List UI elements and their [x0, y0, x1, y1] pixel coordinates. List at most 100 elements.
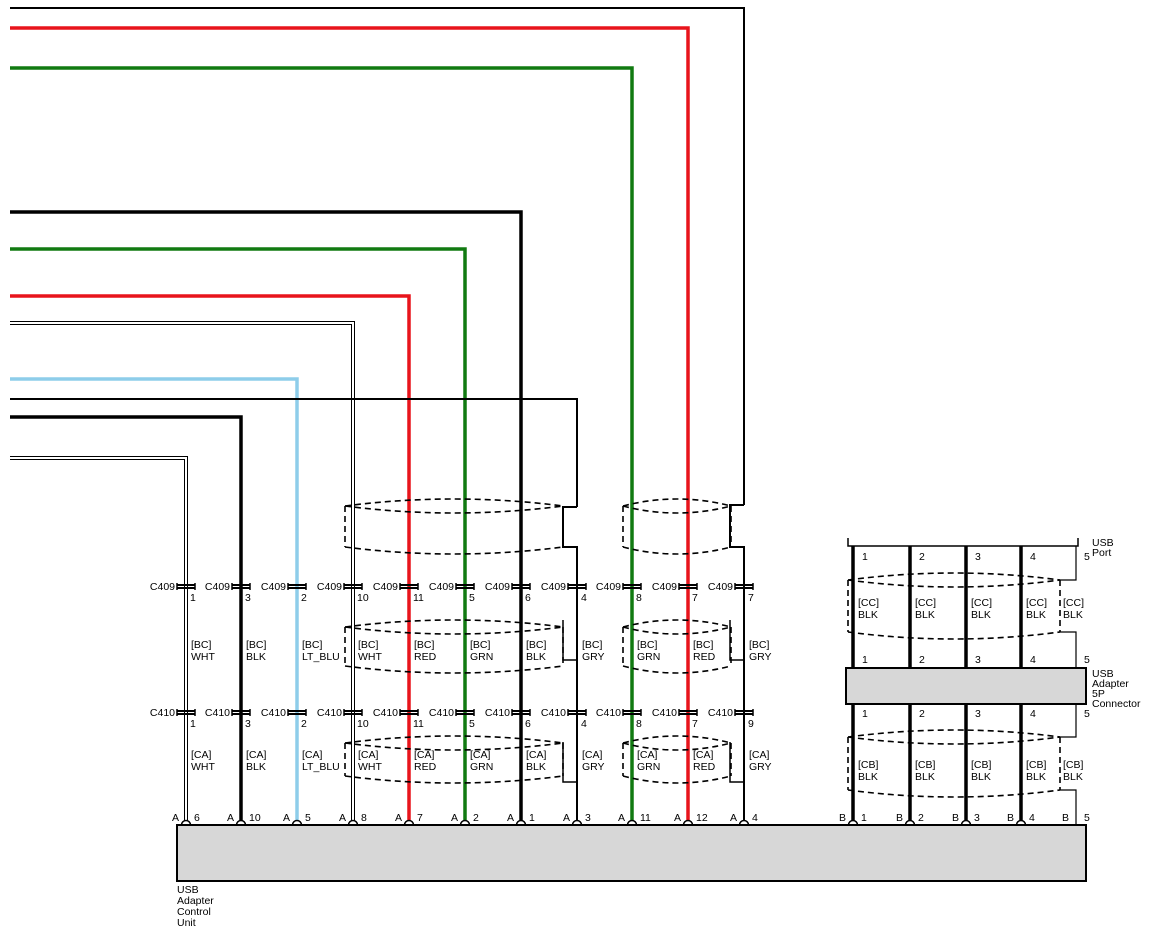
c409-label-6: C409	[485, 581, 510, 593]
c410-pin-2: 2	[301, 718, 307, 730]
shield-bc-right-bot	[622, 665, 732, 674]
bc-label-color-9: RED	[693, 651, 716, 663]
drain-wire-right-top	[10, 7, 745, 505]
c409-label-9: C409	[652, 581, 677, 593]
unit-pin-number-9: 12	[696, 812, 708, 824]
wire-w-wht-1-core	[10, 457, 187, 825]
c409-label-3: C409	[317, 581, 342, 593]
unit-pin-number-10: 4	[752, 812, 758, 824]
cb-label-color-0: BLK	[858, 771, 878, 783]
usb-port-name-line2: Port	[1092, 547, 1111, 559]
shield-top-left-top2	[344, 505, 564, 514]
unit-b-letter-2: B	[952, 812, 959, 824]
c409-pin-6: 6	[525, 592, 531, 604]
c409-pin-2: 2	[301, 592, 307, 604]
unit-b-number-0: 1	[861, 812, 867, 824]
c410-pin-5: 5	[469, 718, 475, 730]
adapter-top-pin-5: 5	[1084, 654, 1090, 666]
c410-label-6: C410	[485, 707, 510, 719]
c409-label-8: C409	[596, 581, 621, 593]
parts-layer	[176, 538, 1087, 882]
cb-label-tag-2: [CB]	[971, 759, 992, 771]
drain-wire-left	[562, 506, 578, 825]
c410-pin-4: 11	[413, 718, 424, 730]
unit-b-letter-0: B	[839, 812, 846, 824]
bc-label-color-5: GRN	[470, 651, 493, 663]
c410-pin-6: 6	[525, 718, 531, 730]
shield-bc-right-top2	[622, 626, 732, 635]
c409-pin-5: 5	[469, 592, 475, 604]
ca-label-color-8: GRN	[637, 761, 660, 773]
usb-cc-drain-low	[1060, 631, 1077, 668]
c410-pin-9: 7	[692, 718, 698, 730]
adapter-top-pin-1: 2	[919, 654, 925, 666]
bc-label-tag-1: [BC]	[246, 639, 267, 651]
c409-pin-3: 10	[357, 592, 369, 604]
adapter-name-line2: Adapter	[1092, 678, 1129, 690]
shield-top-right-top2	[622, 505, 732, 514]
unit-pin-number-2: 5	[305, 812, 311, 824]
adapter-top-pin-0: 1	[862, 654, 868, 666]
ca-label-color-9: RED	[693, 761, 716, 773]
c410-label-3: C410	[317, 707, 342, 719]
shield-ca-left-top2	[344, 742, 564, 751]
bc-label-tag-9: [BC]	[693, 639, 714, 651]
c409-pin-4: 11	[413, 592, 424, 604]
c409-pin-8: 8	[636, 592, 642, 604]
c410-label-8: C410	[596, 707, 621, 719]
shield-bc-left-top	[344, 619, 564, 628]
bc-label-tag-2: [BC]	[302, 639, 323, 651]
wire-w-grn-5	[10, 247, 467, 825]
unit-pin-number-8: 11	[640, 812, 651, 824]
ca-label-tag-2: [CA]	[302, 749, 323, 761]
unit-pin-number-3: 8	[361, 812, 367, 824]
ca-label-color-6: BLK	[526, 761, 546, 773]
c409-pin-7: 4	[581, 592, 587, 604]
c410-pin-10: 9	[748, 718, 754, 730]
unit-pin-number-4: 7	[417, 812, 423, 824]
unit-b-letter-3: B	[1007, 812, 1014, 824]
wire-w-wht-10-core	[10, 322, 354, 825]
c409-pin-9: 7	[692, 592, 698, 604]
ca-label-tag-5: [CA]	[470, 749, 491, 761]
wire-w-red-7	[10, 26, 690, 825]
control-unit-name-line4: Unit	[177, 917, 196, 929]
bc-label-tag-10: [BC]	[749, 639, 770, 651]
cb-label-tag-5: [CB]	[1063, 759, 1084, 771]
c410-label-0: C410	[150, 707, 175, 719]
wire-w-blk-6	[10, 210, 523, 825]
usb-port-pin-0: 1	[862, 551, 868, 563]
adapter-bottom-pin-0: 1	[862, 708, 868, 720]
wire-w-red-11	[10, 294, 411, 825]
unit-pin-number-7: 3	[585, 812, 591, 824]
c410-label-2: C410	[261, 707, 286, 719]
wire-w-blk-3	[10, 415, 243, 825]
adapter-bottom-pin-1: 2	[919, 708, 925, 720]
usb-port-pin-3: 4	[1030, 551, 1036, 563]
ca-label-color-0: WHT	[191, 761, 215, 773]
shield-cb-bot	[847, 789, 1061, 798]
shield-cc-bot	[847, 631, 1061, 640]
cb-label-tag-1: [CB]	[915, 759, 936, 771]
cc-label-tag-0: [CC]	[858, 597, 879, 609]
c410-label-10: C410	[708, 707, 733, 719]
unit-b-number-5: 5	[1084, 812, 1090, 824]
shields-layer	[344, 498, 1061, 798]
c409-label-7: C409	[541, 581, 566, 593]
drain-wire-left-top	[10, 398, 578, 507]
adapter-bottom-pin-2: 3	[975, 708, 981, 720]
unit-pin-letter-0: A	[172, 812, 179, 824]
bc-label-tag-8: [BC]	[637, 639, 658, 651]
cc-label-tag-3: [CC]	[1026, 597, 1047, 609]
usb-cc-drain	[1060, 546, 1077, 581]
c410-pin-0: 1	[190, 718, 196, 730]
unit-pin-letter-8: A	[618, 812, 625, 824]
shield-cc-top2	[847, 579, 1061, 588]
bc-label-color-0: WHT	[191, 651, 215, 663]
cc-label-color-2: BLK	[971, 609, 991, 621]
ca-label-color-2: LT_BLU	[302, 761, 340, 773]
bc-label-tag-6: [BC]	[526, 639, 547, 651]
bc-label-tag-3: [BC]	[358, 639, 379, 651]
shield-top-left-bot	[344, 546, 564, 555]
